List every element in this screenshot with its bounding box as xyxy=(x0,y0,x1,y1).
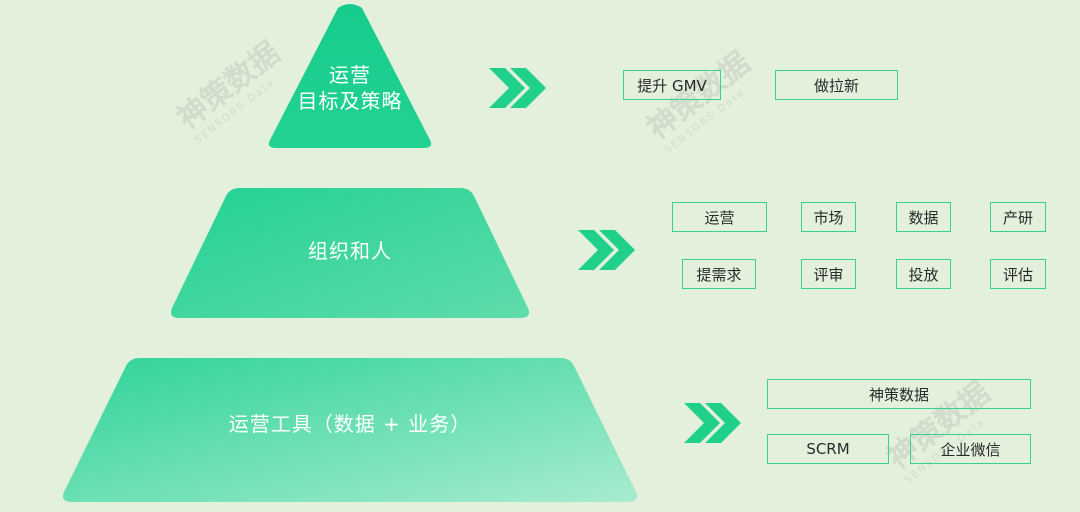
item-box: 神策数据 xyxy=(767,379,1031,409)
item-box: 投放 xyxy=(896,259,951,289)
tier-1-shape xyxy=(268,4,432,148)
item-box: 评估 xyxy=(990,259,1046,289)
chevron-right-icon xyxy=(489,68,546,108)
tier-2-label: 组织和人 xyxy=(308,239,392,263)
chevron-right-icon xyxy=(578,230,635,270)
item-box: 市场 xyxy=(801,202,856,232)
item-box: 做拉新 xyxy=(775,70,898,100)
item-box: 企业微信 xyxy=(910,434,1031,464)
item-box: 评审 xyxy=(801,259,856,289)
tier-3-shape xyxy=(63,358,637,502)
item-box: SCRM xyxy=(767,434,889,464)
item-box: 提需求 xyxy=(682,259,756,289)
item-box: 运营 xyxy=(672,202,767,232)
tier-3-label: 运营工具（数据 + 业务） xyxy=(228,412,472,436)
chevron-right-icon xyxy=(684,403,741,443)
item-box: 产研 xyxy=(990,202,1046,232)
tier-2-shape xyxy=(171,188,529,318)
item-box: 数据 xyxy=(896,202,951,232)
tier-1-label: 运营 目标及策略 xyxy=(297,63,403,113)
item-box: 提升 GMV xyxy=(623,70,721,100)
